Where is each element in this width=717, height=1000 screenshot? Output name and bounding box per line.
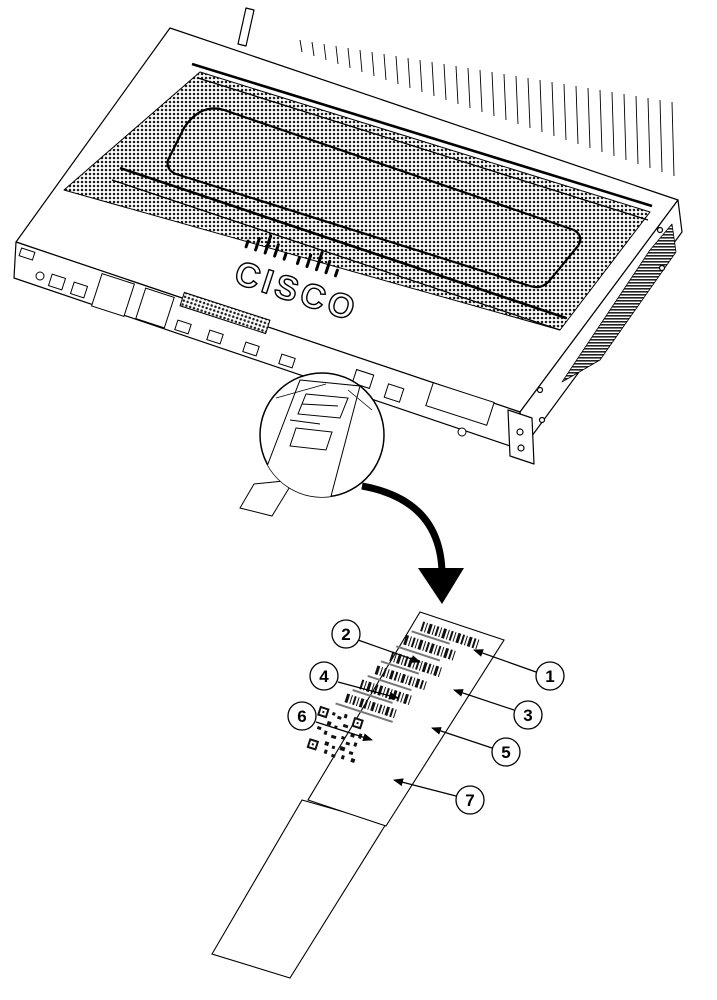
callout-circle-6 (287, 701, 317, 731)
callout-number-1: 1 (545, 667, 554, 686)
front-badge (18, 247, 36, 261)
leader-7 (393, 778, 457, 797)
port-block-c (90, 272, 136, 318)
sfp-port-4 (278, 353, 296, 369)
callout-2: 2 (331, 619, 361, 649)
callout-circle-1 (535, 661, 565, 691)
label-card (307, 611, 505, 827)
callout-circle-5 (491, 737, 521, 767)
rack-ear (507, 409, 535, 465)
port-block-b (69, 281, 89, 299)
callout-leaders (315, 639, 537, 797)
callout-circle-7 (455, 785, 485, 815)
leader-1 (473, 649, 537, 673)
callout-number-6: 6 (297, 707, 306, 726)
sfp-port-3 (242, 341, 260, 357)
leader-2 (357, 639, 421, 663)
callout-circle-2 (331, 619, 361, 649)
label-qr-code (306, 705, 364, 764)
power-button (35, 271, 45, 281)
label-barcode-6 (344, 693, 397, 719)
callout-6: 6 (287, 701, 317, 731)
callout-number-7: 7 (465, 791, 474, 810)
curved-arrow (361, 482, 464, 604)
sfp-port-2 (206, 329, 224, 345)
callout-3: 3 (513, 700, 543, 730)
leader-4 (337, 681, 399, 700)
label-barcode-1 (420, 621, 480, 650)
callout-number-4: 4 (319, 667, 329, 686)
slot-cover (425, 382, 495, 426)
leader-5 (431, 727, 493, 749)
label-tab-large (211, 611, 505, 979)
antenna (237, 7, 255, 47)
usb-port (383, 383, 405, 403)
front-panel (18, 247, 495, 437)
callout-circle-3 (513, 700, 543, 730)
heatsink-fins (299, 39, 675, 177)
port-block-a (47, 273, 67, 291)
label-barcode-3 (389, 651, 442, 678)
callout-number-2: 2 (341, 625, 350, 644)
cisco-logo-bars (244, 234, 339, 278)
callout-7: 7 (455, 785, 485, 815)
callout-circle-4 (309, 661, 339, 691)
side-vent (561, 223, 677, 383)
label-strip (211, 799, 387, 979)
label-barcode-4 (374, 665, 427, 691)
callout-5: 5 (491, 737, 521, 767)
label-content (306, 621, 480, 764)
port-block-d (135, 287, 175, 329)
top-panel-outline (166, 107, 582, 289)
leader-3 (453, 689, 515, 711)
callout-number-5: 5 (501, 743, 510, 762)
label-barcode-2 (403, 634, 456, 661)
sfp-port-1 (174, 319, 192, 335)
callout-4: 4 (309, 661, 339, 691)
port-vent-strip (179, 291, 271, 335)
magnifier-detail (239, 372, 385, 517)
callout-1: 1 (535, 661, 565, 691)
callout-number-3: 3 (523, 706, 532, 725)
thumb-screw (457, 427, 467, 437)
leader-6 (315, 721, 373, 742)
